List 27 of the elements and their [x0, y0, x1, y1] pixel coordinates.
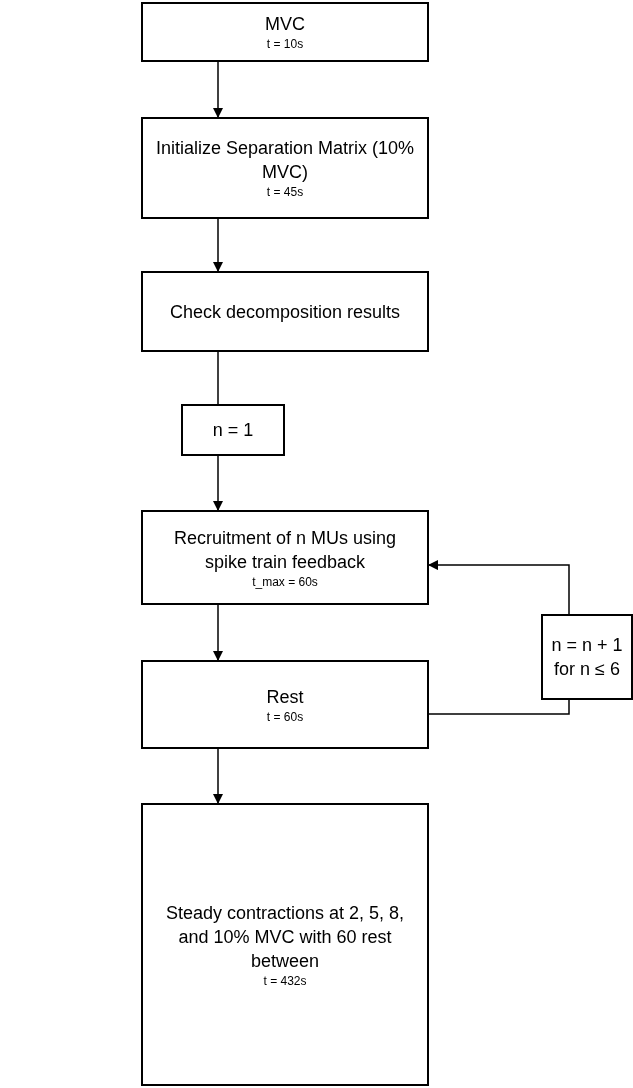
- step-text: Recruitment of n MUs using spike train feedback: [172, 526, 398, 574]
- step-text: n = 1: [212, 419, 254, 442]
- arrow: [213, 604, 223, 661]
- duration-text: t_max = 60s: [252, 573, 318, 590]
- process-box: [141, 2, 429, 62]
- step-text: MVC: [265, 13, 305, 36]
- step-text: Rest: [266, 685, 304, 709]
- step-text: Initialize Separation Matrix (10% MVC): [154, 137, 416, 184]
- process-box: [181, 404, 285, 456]
- duration-text: t = 60s: [266, 708, 304, 725]
- arrow: [213, 218, 223, 272]
- duration-text: t = 432s: [263, 972, 307, 989]
- duration-text: t = 45s: [266, 184, 304, 200]
- arrow: [428, 560, 570, 615]
- process-box: [141, 271, 429, 352]
- process-box: [141, 117, 429, 219]
- process-box: [141, 660, 429, 749]
- duration-text: t = 10s: [266, 36, 304, 52]
- arrow: [213, 61, 223, 118]
- arrow: [213, 455, 223, 511]
- process-box: [141, 803, 429, 1086]
- arrow: [213, 748, 223, 804]
- step-text: Check decomposition results: [169, 300, 401, 324]
- process-box: [541, 614, 633, 700]
- step-text: n = n + 1 for n ≤ 6: [551, 634, 623, 681]
- process-box: [141, 510, 429, 605]
- step-text: Steady contractions at 2, 5, 8, and 10% MVC with 60 rest between: [164, 901, 406, 973]
